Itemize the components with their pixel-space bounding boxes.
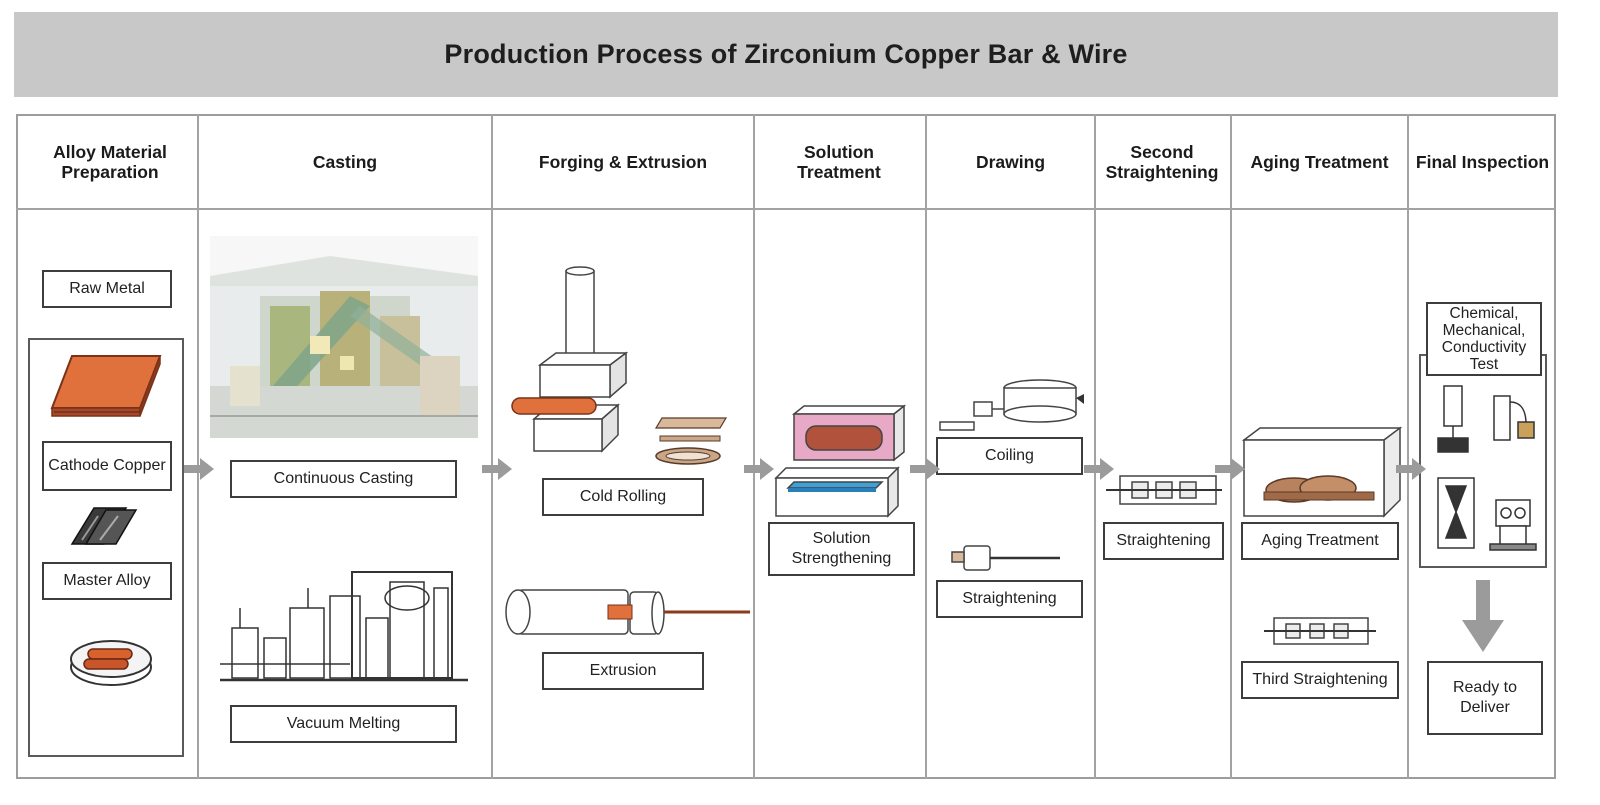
step-cold-rolling: Cold Rolling: [542, 478, 704, 516]
solution-furnace-icon: [774, 404, 907, 518]
step-ready-to-deliver: Ready to Deliver: [1427, 661, 1543, 735]
column-divider: [197, 114, 199, 779]
vacuum-furnace-icon: [220, 571, 468, 682]
coiling-machine-icon: [939, 379, 1084, 431]
step-coiling: Coiling: [936, 437, 1083, 475]
down-arrow-icon: [1462, 580, 1504, 652]
step-continuous-casting: Continuous Casting: [230, 460, 457, 498]
rolled-strip-icon: [654, 417, 728, 465]
title-bar: Production Process of Zirconium Copper B…: [14, 12, 1558, 97]
column-header-casting: Casting: [312, 152, 378, 172]
alloy-bars-icon: [70, 507, 138, 545]
step-raw-metal: Raw Metal: [42, 270, 172, 308]
extrusion-press-icon: [505, 589, 750, 635]
column-divider: [1230, 114, 1232, 779]
third-straightener-icon: [1264, 617, 1376, 645]
step-third-straightening: Third Straightening: [1241, 661, 1399, 699]
column-divider: [491, 114, 493, 779]
flow-arrow-icon: [1084, 458, 1114, 480]
step-test: Chemical, Mechanical, Conductivity Test: [1426, 302, 1542, 376]
column-header-alloy-material-preparation: Alloy Material Preparation: [53, 142, 167, 182]
step-extrusion: Extrusion: [542, 652, 704, 690]
flow-arrow-icon: [910, 458, 940, 480]
step-straightening-drawing: Straightening: [936, 580, 1083, 618]
flow-arrow-icon: [744, 458, 774, 480]
diagram-title: Production Process of Zirconium Copper B…: [444, 39, 1128, 69]
column-header-forging-extrusion: Forging & Extrusion: [538, 152, 708, 172]
step-straightening-second: Straightening: [1103, 522, 1224, 560]
flow-arrow-icon: [184, 458, 214, 480]
column-divider: [925, 114, 927, 779]
step-solution-strengthening: Solution Strengthening: [768, 522, 915, 576]
column-divider: [1094, 114, 1096, 779]
raw-metal-group: [28, 338, 184, 757]
straightening-machine-icon: [1106, 475, 1222, 505]
column-header-second-straightening: Second Straightening: [1105, 142, 1219, 182]
aging-furnace-icon: [1241, 426, 1403, 518]
flow-arrow-icon: [1215, 458, 1245, 480]
column-divider: [1407, 114, 1409, 779]
column-header-aging-treatment: Aging Treatment: [1250, 152, 1389, 172]
step-master-alloy: Master Alloy: [42, 562, 172, 600]
drawing-straightener-icon: [951, 545, 1060, 571]
step-cathode-copper: Cathode Copper: [42, 441, 172, 491]
billet-tray-icon: [70, 640, 152, 686]
column-header-final-inspection: Final Inspection: [1415, 152, 1550, 172]
column-header-drawing: Drawing: [975, 152, 1046, 172]
column-header-solution-treatment: Solution Treatment: [797, 142, 881, 182]
step-aging-treatment: Aging Treatment: [1241, 522, 1399, 560]
step-vacuum-melting: Vacuum Melting: [230, 705, 457, 743]
forging-press-icon: [511, 266, 629, 453]
casting-plant-image: [210, 236, 478, 438]
test-equipment-icon: [1437, 385, 1537, 551]
header-divider: [16, 208, 1556, 210]
column-divider: [753, 114, 755, 779]
process-table: [16, 114, 1556, 779]
copper-plate-icon: [50, 355, 162, 417]
flow-arrow-icon: [1396, 458, 1426, 480]
flow-arrow-icon: [482, 458, 512, 480]
